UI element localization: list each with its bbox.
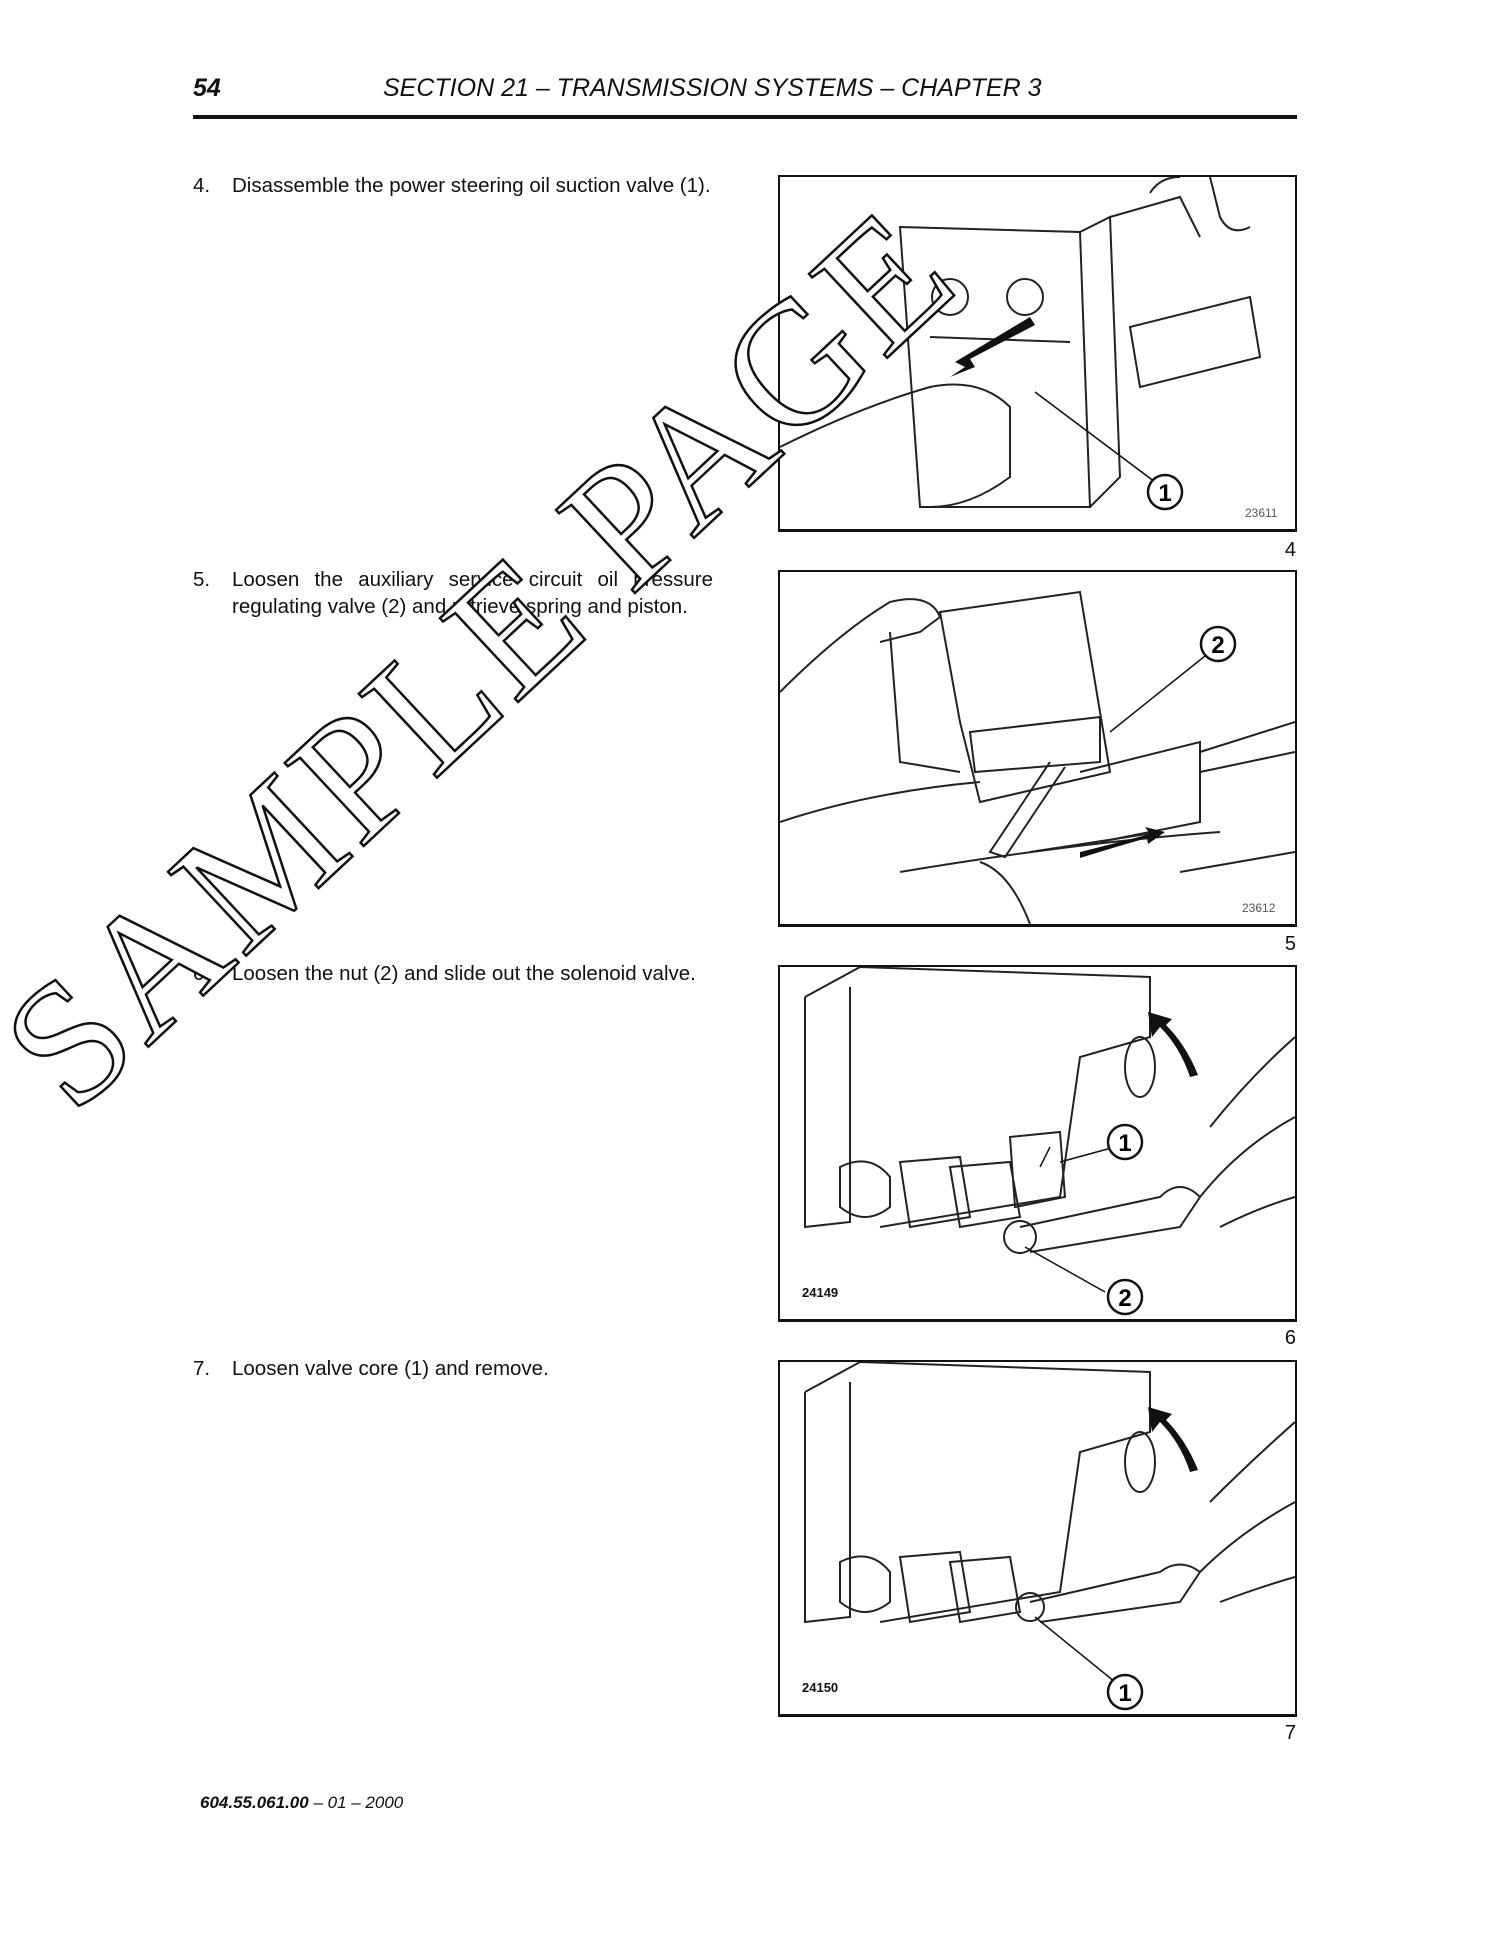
step-number: 5. — [193, 568, 211, 591]
svg-text:1: 1 — [1158, 480, 1171, 507]
page-header: 54 SECTION 21 – TRANSMISSION SYSTEMS – C… — [193, 74, 1297, 104]
figure-4-illustration: 1 23611 — [778, 175, 1297, 532]
svg-text:23611: 23611 — [1245, 506, 1278, 520]
figure-6-number: 6 — [1284, 1327, 1296, 1349]
step-6: 6. Loosen the nut (2) and slide out the … — [193, 960, 713, 987]
svg-text:2: 2 — [1118, 1285, 1131, 1312]
figure-7-number: 7 — [1284, 1722, 1296, 1744]
header-rule — [193, 115, 1297, 119]
step-text: Loosen valve core (1) and remove. — [232, 1357, 549, 1380]
step-number: 4. — [193, 174, 211, 197]
figure-5-number: 5 — [1284, 933, 1296, 955]
footer-edition: – 01 – 2000 — [308, 1793, 404, 1812]
figure-4-number: 4 — [1284, 539, 1296, 561]
step-number: 7. — [193, 1357, 211, 1380]
step-text: Loosen the auxiliary service circuit oil… — [232, 568, 713, 618]
step-7: 7. Loosen valve core (1) and remove. — [193, 1355, 713, 1382]
svg-text:1: 1 — [1118, 1680, 1131, 1707]
page-number: 54 — [193, 74, 221, 102]
step-text: Loosen the nut (2) and slide out the sol… — [232, 962, 696, 985]
svg-text:2: 2 — [1211, 632, 1224, 659]
step-text: Disassemble the power steering oil sucti… — [232, 174, 711, 197]
figure-7-illustration: 1 24150 — [778, 1360, 1297, 1717]
footer-document-id: 604.55.061.00 – 01 – 2000 — [200, 1793, 403, 1813]
figure-6-illustration: 1 2 24149 — [778, 965, 1297, 1322]
footer-part-number: 604.55.061.00 — [200, 1793, 309, 1812]
svg-text:24149: 24149 — [802, 1285, 838, 1300]
step-5: 5. Loosen the auxiliary service circuit … — [193, 566, 713, 620]
figure-5-illustration: 2 23612 — [778, 570, 1297, 927]
svg-text:23612: 23612 — [1242, 901, 1276, 915]
step-4: 4. Disassemble the power steering oil su… — [193, 172, 713, 199]
svg-text:24150: 24150 — [802, 1680, 838, 1695]
svg-text:1: 1 — [1118, 1130, 1131, 1157]
step-number: 6. — [193, 962, 211, 985]
section-title: SECTION 21 – TRANSMISSION SYSTEMS – CHAP… — [383, 74, 1042, 102]
